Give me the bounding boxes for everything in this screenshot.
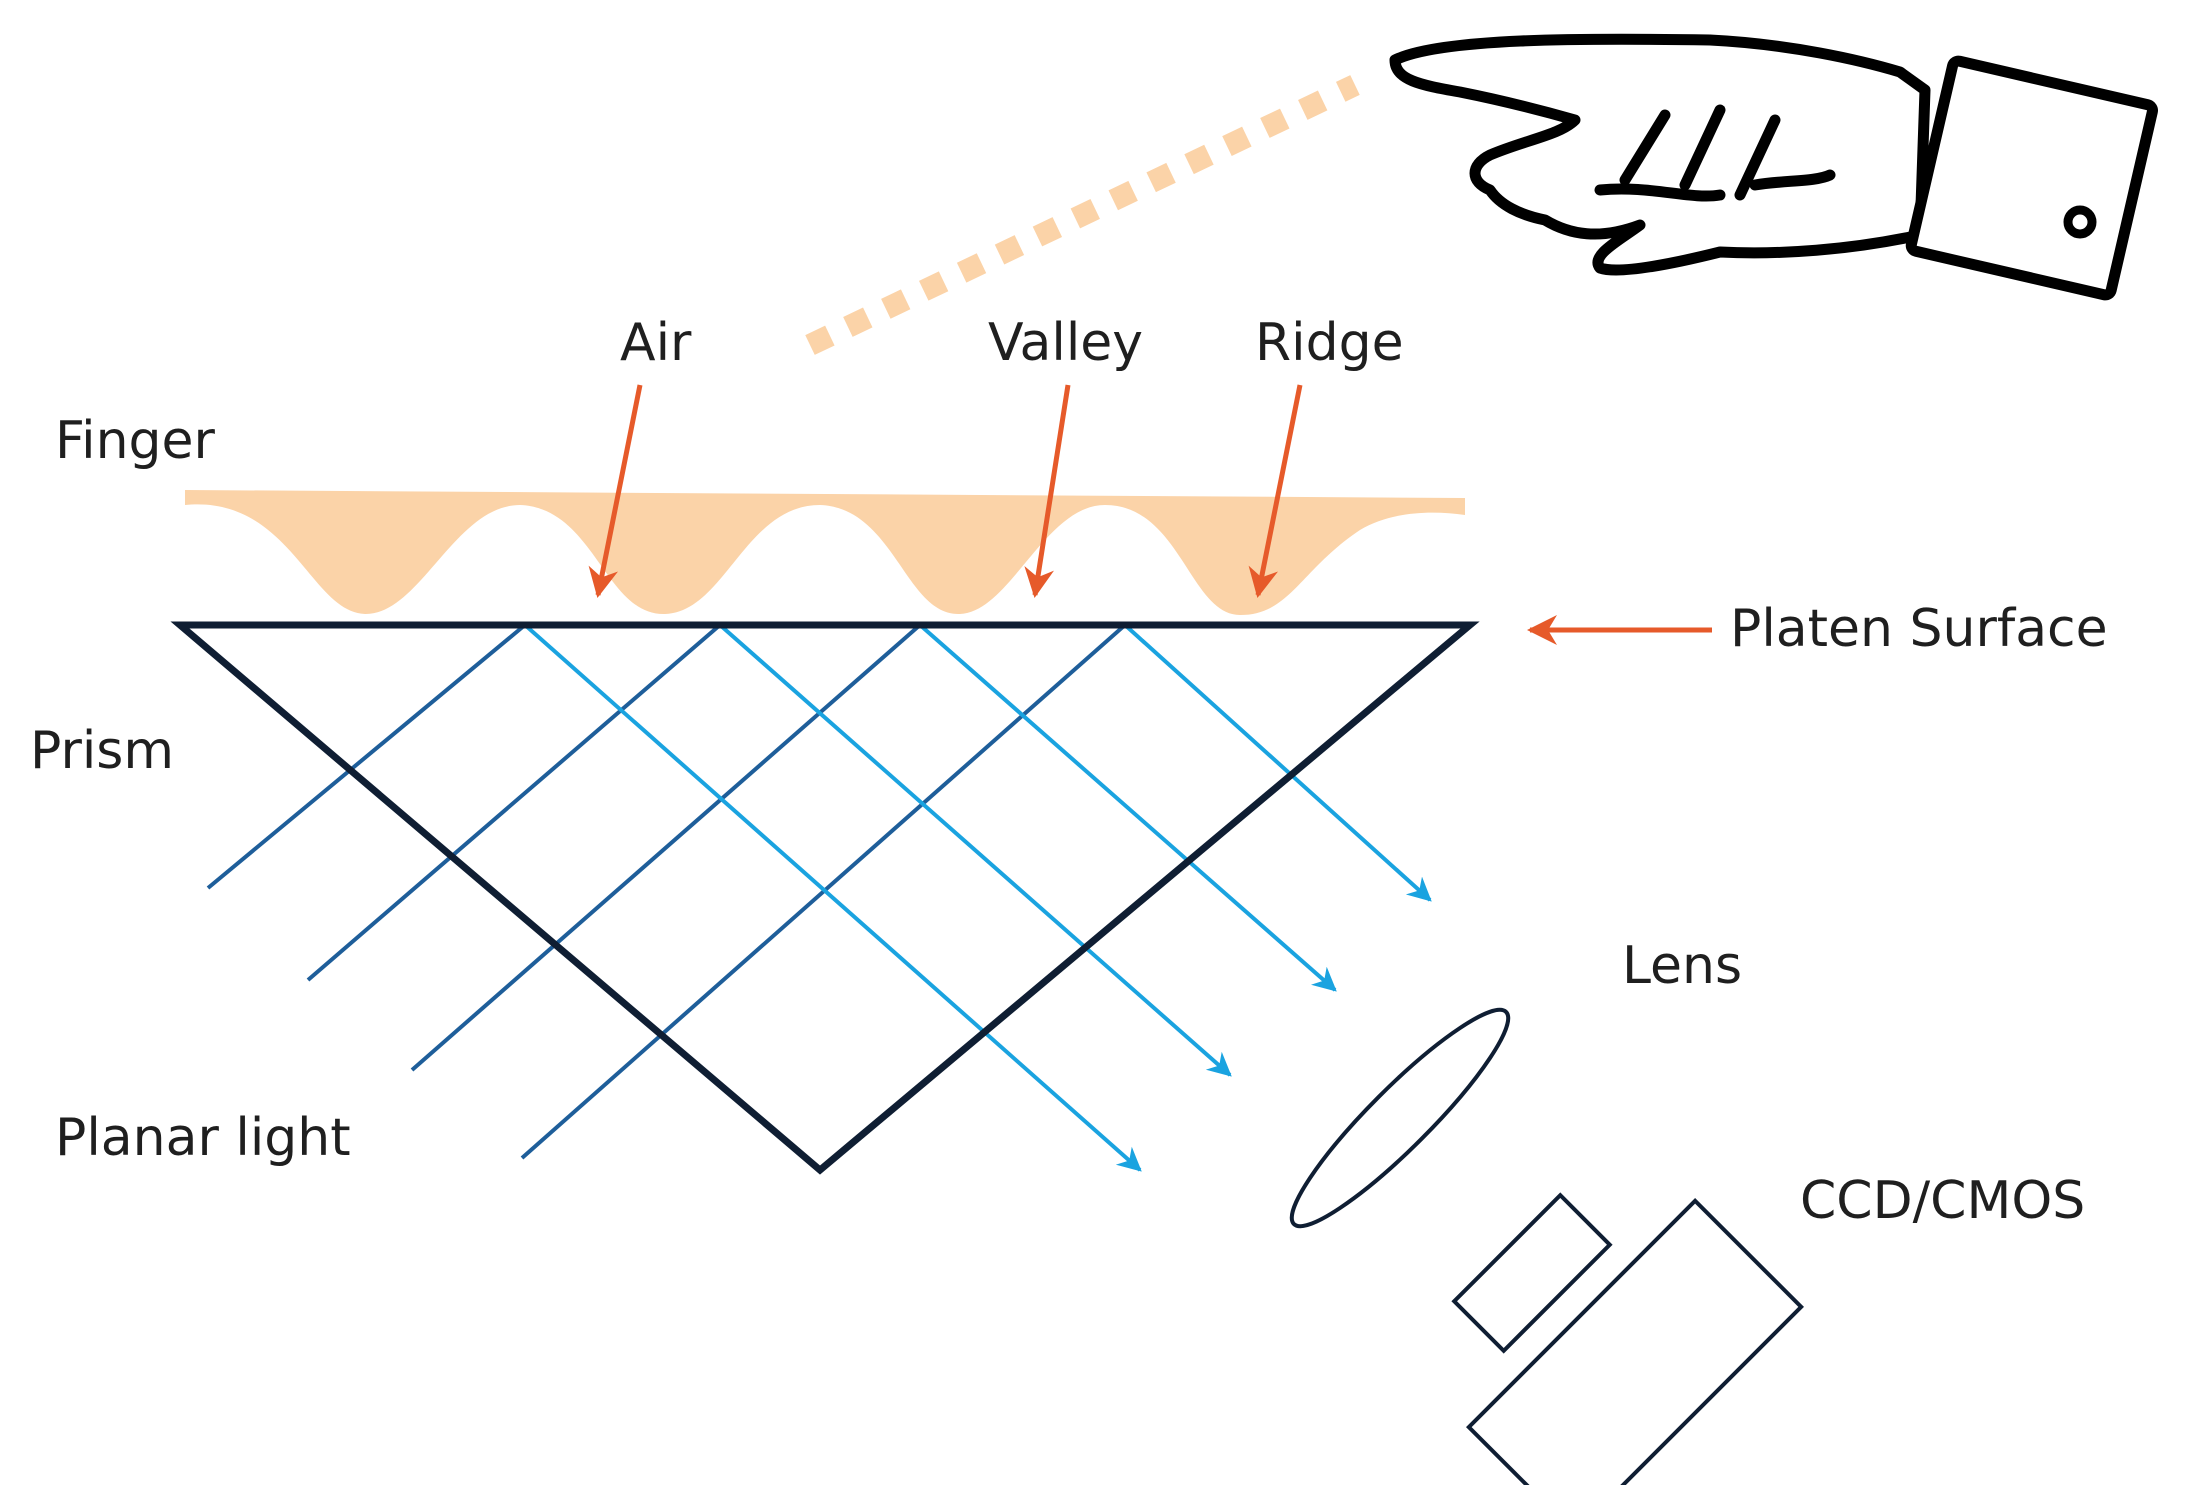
pointing-hand-icon	[1389, 33, 2158, 301]
annotation-arrows	[588, 384, 1712, 645]
label-platen-surface: Platen Surface	[1730, 599, 2108, 659]
incident-light-rays	[206, 623, 1127, 1160]
prism-triangle	[170, 621, 1480, 1175]
label-prism: Prism	[30, 721, 174, 781]
label-finger: Finger	[55, 411, 216, 471]
reflected-light-rays	[523, 623, 1432, 1172]
label-valley: Valley	[988, 313, 1143, 373]
air-arrow	[588, 384, 643, 598]
lens-ellipse-icon	[1289, 1007, 1511, 1229]
ridge-arrow	[1248, 384, 1303, 598]
label-ridge: Ridge	[1255, 313, 1404, 373]
finger-dotted-connector	[805, 75, 1360, 355]
label-planar-light: Planar light	[55, 1108, 351, 1168]
label-air: Air	[620, 313, 692, 373]
valley-arrow	[1024, 384, 1071, 598]
label-lens: Lens	[1622, 936, 1742, 996]
finger-shape	[185, 490, 1465, 615]
label-ccd-cmos: CCD/CMOS	[1800, 1171, 2085, 1231]
camera-sensor-icon	[1451, 1192, 1804, 1485]
